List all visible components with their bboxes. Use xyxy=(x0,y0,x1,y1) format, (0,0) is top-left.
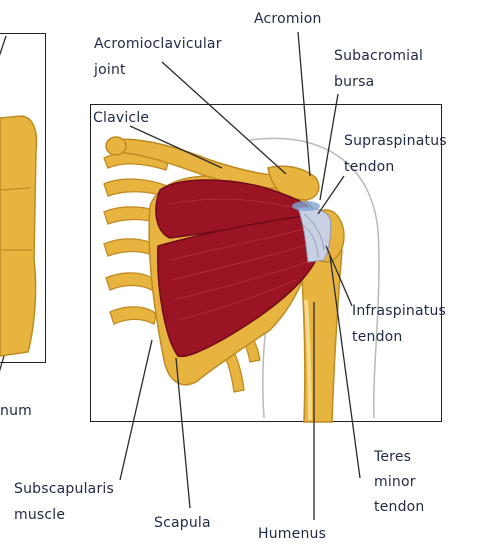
label-scapula: Scapula xyxy=(154,512,211,534)
label-acromioclavicular-joint: Acromioclavicular joint xyxy=(94,33,222,81)
subacromial-bursa-shape xyxy=(292,201,320,211)
label-subacromial-line1: Subacromial xyxy=(334,45,423,67)
label-subscapularis-line2: muscle xyxy=(14,504,114,526)
label-teres-line3: tendon xyxy=(374,496,425,518)
label-infraspinatus-line2: tendon xyxy=(352,326,446,348)
label-clavicle: Clavicle xyxy=(93,107,149,129)
label-teres-line2: minor xyxy=(374,471,425,493)
label-infraspinatus-tendon: Infraspinatus tendon xyxy=(352,300,446,348)
sternum-illustration xyxy=(0,116,36,356)
label-subscapularis-line1: Subscapularis xyxy=(14,478,114,500)
label-subacromial-line2: bursa xyxy=(334,71,423,93)
label-teres-minor-tendon: Teres minor tendon xyxy=(374,446,425,518)
label-subscapularis-muscle: Subscapularis muscle xyxy=(14,478,114,526)
label-subacromial-bursa: Subacromial bursa xyxy=(334,45,423,93)
label-supraspinatus-tendon: Supraspinatus tendon xyxy=(344,130,447,178)
label-supraspinatus-line2: tendon xyxy=(344,156,447,178)
label-humerus: Humenus xyxy=(258,523,326,545)
label-acromioclavicular-line1: Acromioclavicular xyxy=(94,33,222,55)
label-acromioclavicular-line2: joint xyxy=(94,59,222,81)
label-teres-line1: Teres xyxy=(374,446,425,468)
label-acromion: Acromion xyxy=(254,8,322,30)
label-infraspinatus-line1: Infraspinatus xyxy=(352,300,446,322)
label-supraspinatus-line1: Supraspinatus xyxy=(344,130,447,152)
label-sternum-fragment: num xyxy=(0,400,32,422)
